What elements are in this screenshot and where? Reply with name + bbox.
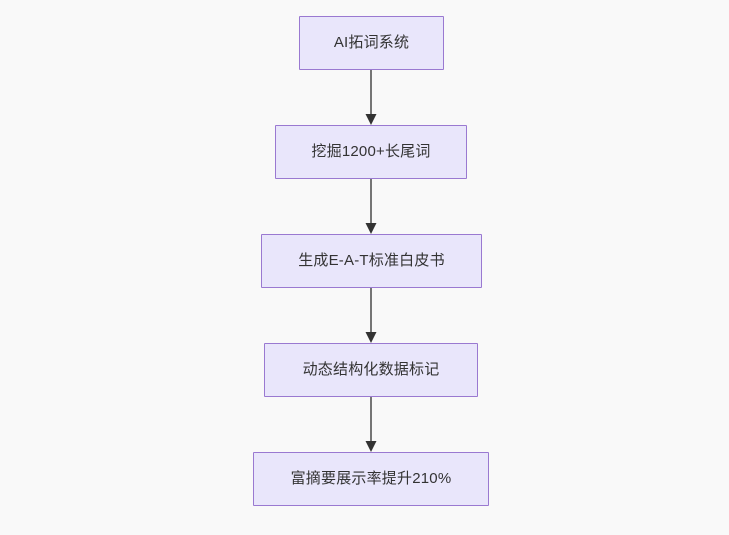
edge-node1-to-node2 — [365, 70, 377, 125]
flowchart-node-rich-snippet-impression-lift[interactable]: 富摘要展示率提升210% — [253, 452, 489, 506]
node-label: 动态结构化数据标记 — [302, 361, 440, 378]
flowchart-node-generate-eat-whitepaper[interactable]: 生成E-A-T标准白皮书 — [261, 234, 482, 288]
node-label: 生成E-A-T标准白皮书 — [298, 252, 445, 269]
node-label: 富摘要展示率提升210% — [290, 470, 452, 487]
edge-node3-to-node4 — [365, 288, 377, 343]
node-label: 挖掘1200+长尾词 — [311, 143, 431, 160]
flowchart-node-dynamic-structured-data-markup[interactable]: 动态结构化数据标记 — [264, 343, 478, 397]
arrowhead-icon-1 — [365, 114, 377, 125]
edge-node2-to-node3 — [365, 179, 377, 234]
edge-node4-to-node5 — [365, 397, 377, 452]
flowchart-node-ai-keyword-system[interactable]: AI拓词系统 — [299, 16, 444, 70]
node-label: AI拓词系统 — [333, 34, 410, 51]
arrowhead-icon-4 — [365, 441, 377, 452]
arrowhead-icon-3 — [365, 332, 377, 343]
arrowhead-icon-2 — [365, 223, 377, 234]
flowchart-node-mine-longtail-keywords[interactable]: 挖掘1200+长尾词 — [275, 125, 467, 179]
